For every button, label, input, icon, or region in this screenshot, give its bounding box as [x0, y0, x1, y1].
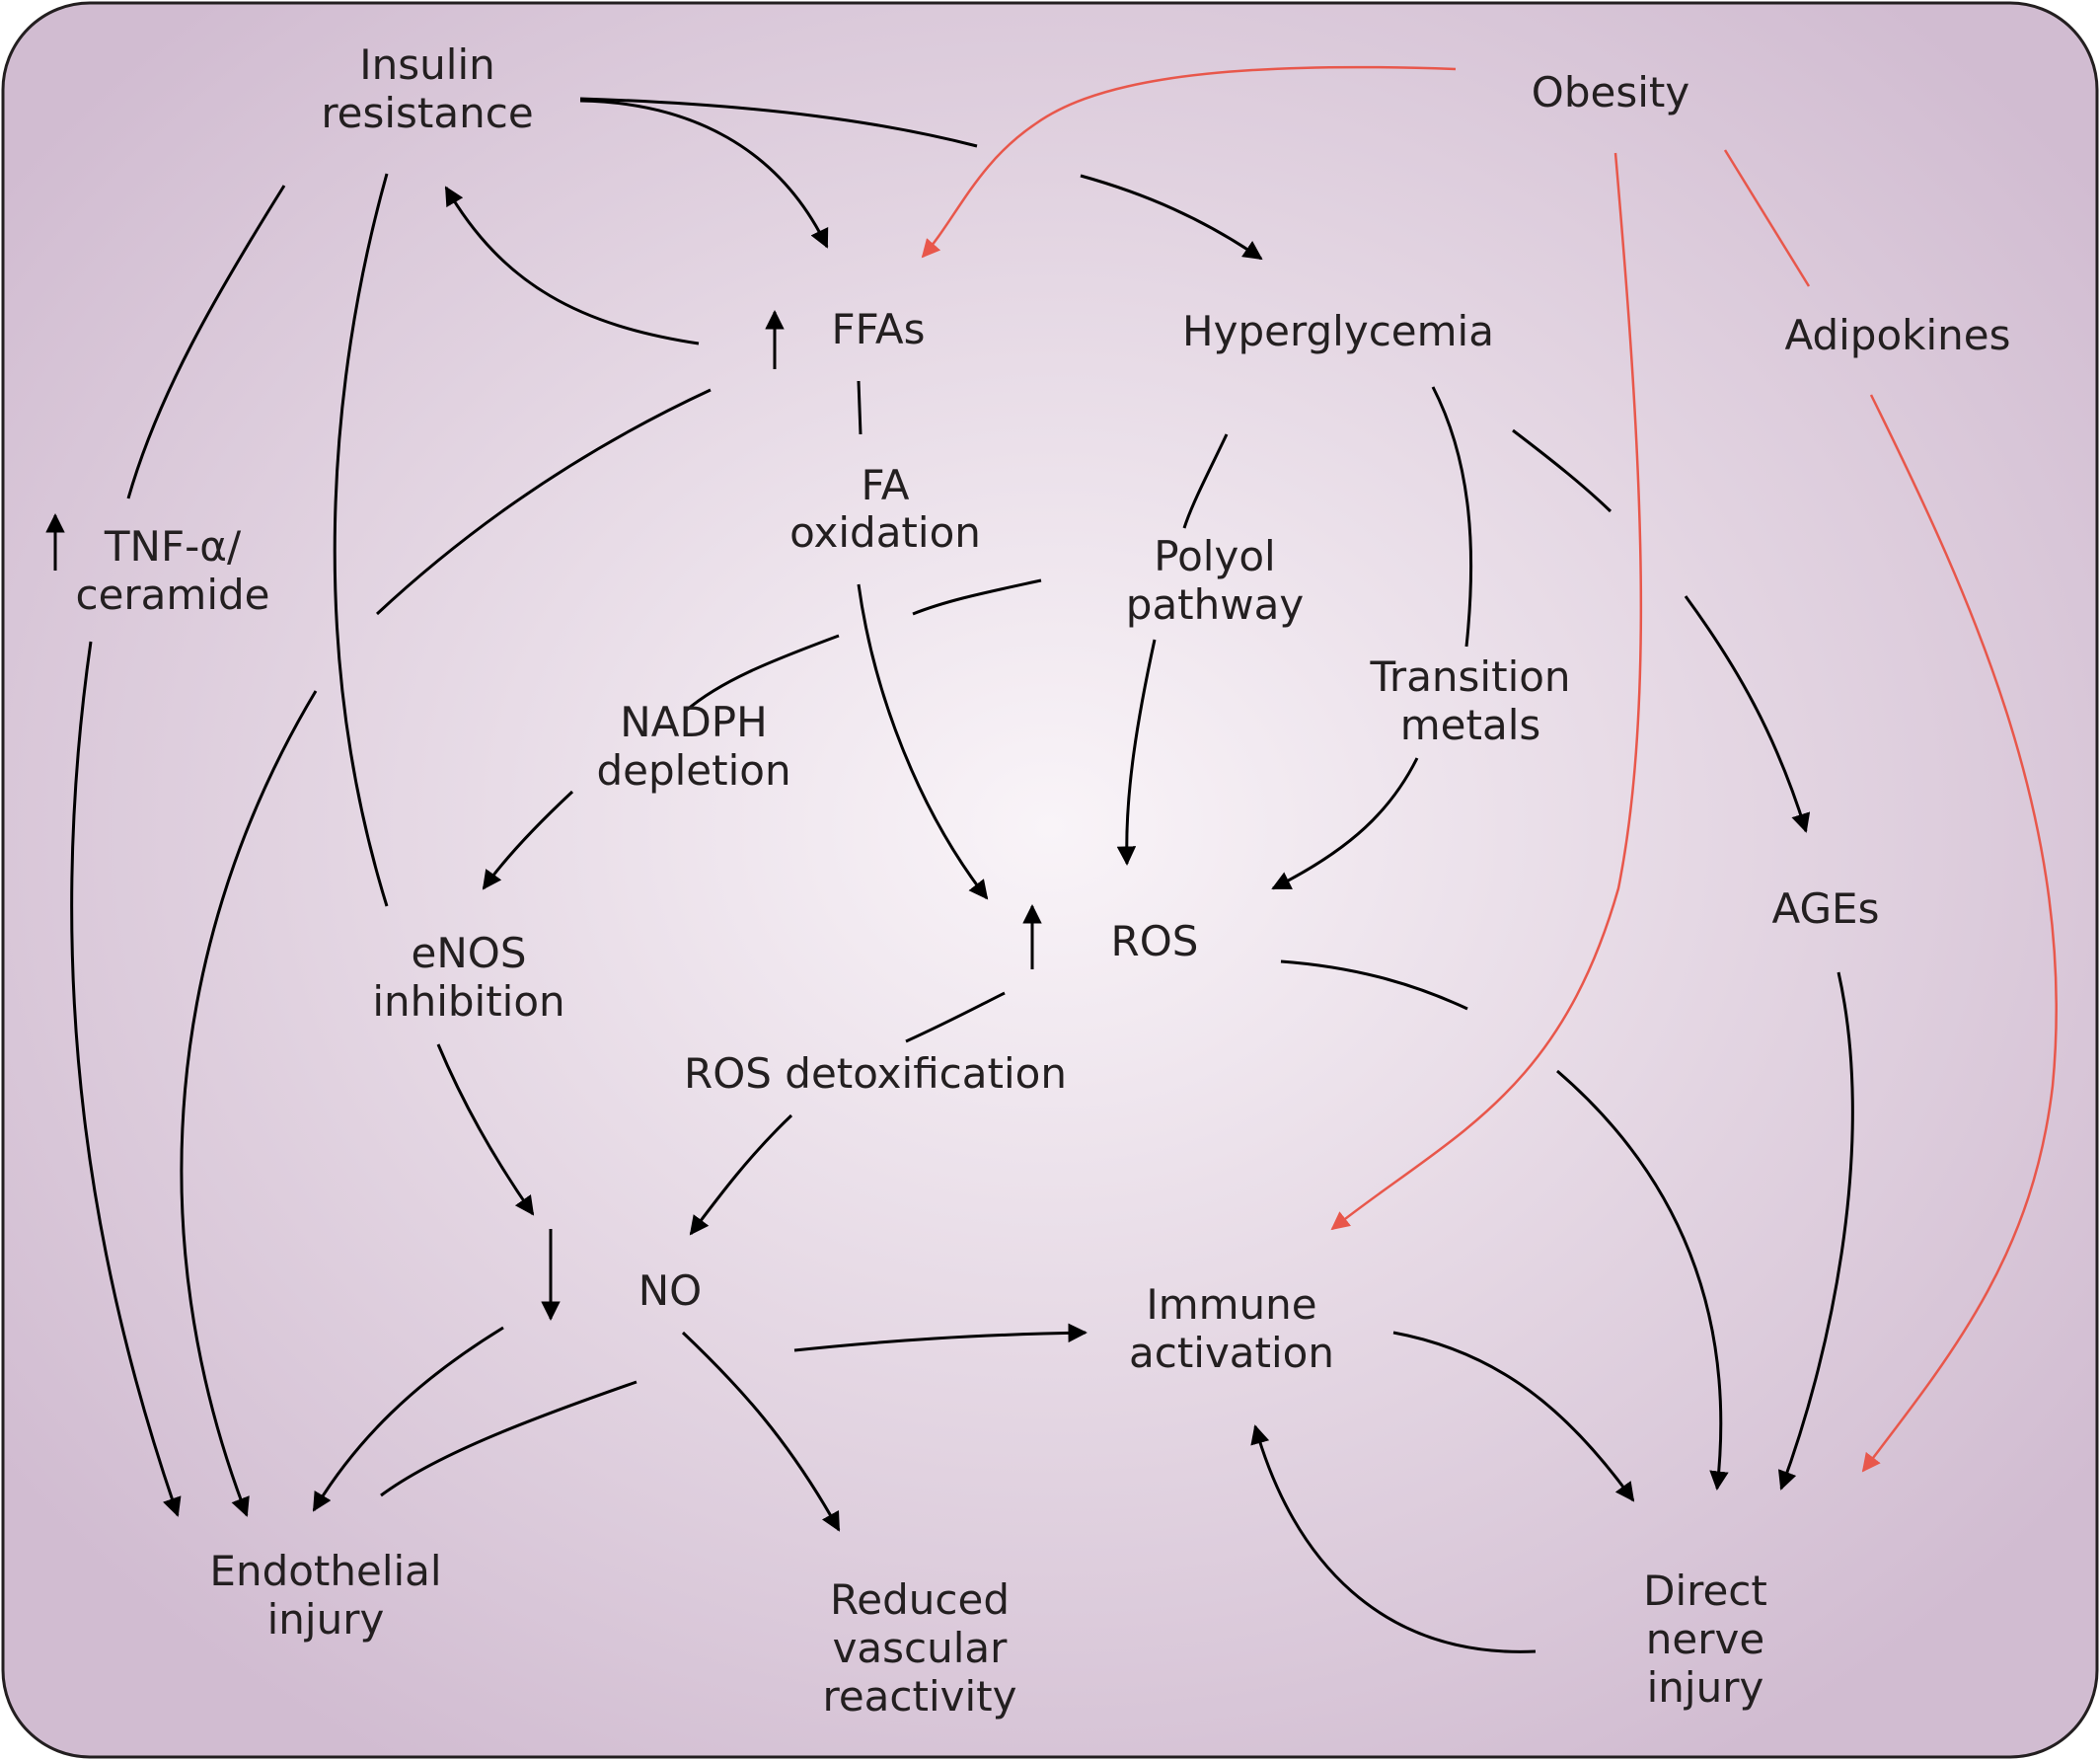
arrow-insulin-to-hyperglycemia-b	[1080, 174, 1263, 261]
label-line: Hyperglycemia	[1182, 307, 1494, 355]
label-line: oxidation	[789, 508, 981, 557]
node-ages: AGEs	[1772, 884, 1880, 933]
label-line: Transition	[1369, 652, 1570, 701]
label-line: injury	[267, 1595, 385, 1644]
label-line: Reduced	[830, 1575, 1010, 1624]
line-polyol-to-nadph-b	[685, 634, 840, 713]
label-line: Polyol	[1154, 532, 1275, 580]
red-line-obesity-to-adipokines	[1723, 149, 1811, 287]
line-hyperglycemia-to-polyol	[1182, 433, 1229, 529]
label-line: TNF-α/	[104, 522, 242, 571]
red-arrow-adipokines-to-nerve	[1861, 394, 2058, 1473]
label-line: metals	[1400, 701, 1541, 749]
line-insulin-to-tnf	[126, 185, 286, 499]
label-line: pathway	[1126, 580, 1304, 629]
label-line: ROS	[1111, 917, 1199, 965]
label-line: vascular	[833, 1624, 1009, 1672]
arrow-immune-to-nerve	[1392, 1331, 1635, 1502]
arrow-polyol-to-ros	[1116, 639, 1157, 866]
label-line: Endothelial	[209, 1547, 441, 1595]
line-hyperglycemia-to-transition	[1431, 386, 1473, 648]
label-line: NO	[638, 1266, 702, 1315]
arrow-transition-to-ros	[1271, 757, 1419, 890]
label-line: Immune	[1146, 1280, 1316, 1329]
node-hyperglycemia: Hyperglycemia	[1182, 307, 1494, 355]
line-no-to-endothelial-2	[380, 1380, 638, 1497]
arrow-ffas-to-insulin	[444, 186, 700, 345]
line-polyol-to-nadph-a	[912, 578, 1042, 616]
line-insulin-to-enos	[333, 173, 389, 907]
arrow-no-to-reduced-vascular	[681, 1331, 841, 1532]
red-arrow-obesity-to-immune	[1330, 152, 1643, 1231]
label-line: FFAs	[831, 305, 925, 353]
red-arrow-obesity-to-ffas	[921, 65, 1457, 259]
arrow-detox-to-no	[689, 1113, 793, 1236]
label-line: depletion	[596, 746, 790, 795]
arrow-hyperglycemia-to-ages-b	[1684, 595, 1811, 833]
label-line: eNOS	[412, 929, 527, 977]
label-line: Direct	[1643, 1567, 1767, 1615]
line-ffas-to-fa-oxidation	[857, 380, 862, 435]
node-adipokines: Adipokines	[1784, 311, 2010, 359]
label-line: NADPH	[620, 698, 767, 746]
arrow-no-to-endothelial-1	[312, 1326, 504, 1512]
node-ros: ROS	[1111, 917, 1199, 965]
label-line: ROS detoxification	[684, 1049, 1067, 1098]
line-ffas-to-endothelial-a	[375, 388, 712, 616]
red-arrows	[921, 65, 2058, 1473]
label-line: Insulin	[359, 40, 494, 89]
label-line: Obesity	[1532, 68, 1689, 116]
line-detox-to-ros	[905, 991, 1006, 1043]
arrow-nerve-to-immune	[1250, 1424, 1537, 1653]
arrow-tnf-to-endothelial	[70, 641, 182, 1517]
node-obesity: Obesity	[1532, 68, 1689, 116]
indicator-arrows	[45, 310, 1042, 1321]
label-line: Adipokines	[1784, 311, 2010, 359]
label-line: ceramide	[75, 571, 269, 619]
label-line: nerve	[1646, 1615, 1764, 1663]
arrow-insulin-to-ffas	[579, 99, 829, 249]
label-line: reactivity	[823, 1672, 1017, 1721]
label-line: FA	[861, 461, 909, 509]
arrow-ages-to-nerve	[1777, 971, 1854, 1491]
label-line: activation	[1129, 1329, 1334, 1377]
label-line: resistance	[321, 89, 533, 137]
line-hyperglycemia-to-ages-a	[1512, 428, 1612, 513]
arrow-fa-oxidation-to-ros	[857, 583, 989, 900]
line-ros-to-nerve-a	[1280, 959, 1468, 1011]
black-arrows	[70, 97, 1854, 1653]
label-line: AGEs	[1772, 884, 1880, 933]
arrow-ffas-to-endothelial-b	[180, 690, 318, 1517]
node-ffas: FFAs	[831, 305, 925, 353]
arrow-nadph-to-enos	[482, 790, 574, 890]
arrow-insulin-to-hyperglycemia-a	[579, 97, 978, 148]
arrow-enos-to-no	[436, 1043, 535, 1216]
node-no: NO	[638, 1266, 702, 1315]
label-line: injury	[1647, 1663, 1764, 1712]
arrow-no-to-immune	[793, 1323, 1088, 1352]
node-ros-detoxification: ROS detoxification	[684, 1049, 1067, 1098]
arrow-ros-to-nerve-b	[1556, 1069, 1729, 1491]
node-tnf-ceramide: TNF-α/ceramide	[75, 522, 269, 619]
label-line: inhibition	[372, 977, 564, 1026]
